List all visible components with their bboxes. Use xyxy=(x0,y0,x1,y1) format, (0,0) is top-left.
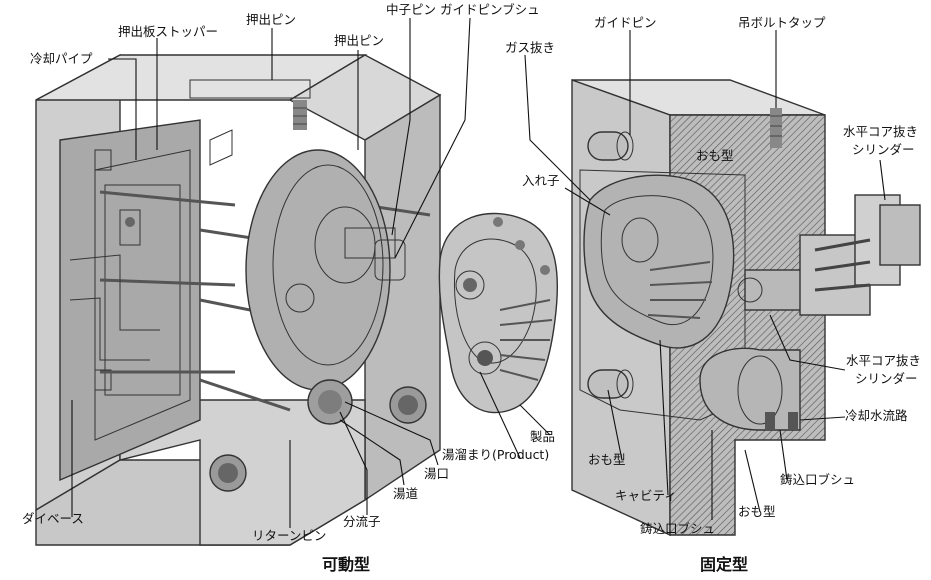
label-horizontal-core-cylinder-1: 水平コア抜き シリンダー xyxy=(843,124,922,157)
leader-lines xyxy=(71,17,886,528)
label-sprue-bush-2: 鋳込口ブシュ xyxy=(640,521,715,536)
label-spreader: 分流子 xyxy=(343,514,381,529)
label-ejector-pin-1: 押出ピン xyxy=(246,12,296,27)
label-overflow: 湯溜まり(Product) xyxy=(442,447,549,462)
product-illustration xyxy=(438,212,559,414)
label-ejector-plate-stopper: 押出板ストッパー xyxy=(118,24,218,39)
label-core-pin: 中子ピン xyxy=(386,2,436,17)
label-cavity: キャビティ xyxy=(615,488,677,503)
moving-die-illustration xyxy=(35,53,442,546)
label-gate: 湯口 xyxy=(424,466,449,481)
label-guide-pin: ガイドピン xyxy=(594,15,657,30)
label-runner: 湯道 xyxy=(393,486,419,501)
caption-fixed-die: 固定型 xyxy=(700,555,748,574)
fixed-die-illustration xyxy=(571,79,921,537)
label-cooling-channel: 冷却水流路 xyxy=(845,408,908,423)
labels: 押出板ストッパー 押出ピン 押出ピン 中子ピン ガイドピンブシュ 冷却パイプ ガ… xyxy=(22,2,925,574)
label-return-pin: リターンピン xyxy=(252,528,326,543)
label-cavity-plate-top: おも型 xyxy=(696,148,734,163)
label-eye-bolt-tap: 吊ボルトタップ xyxy=(738,15,826,30)
label-ejector-pin-2: 押出ピン xyxy=(334,33,384,48)
label-sprue-bush-1: 鋳込口ブシュ xyxy=(780,472,855,487)
caption-moving-die: 可動型 xyxy=(322,555,370,574)
label-cooling-pipe: 冷却パイプ xyxy=(30,51,93,66)
label-insert: 入れ子 xyxy=(522,173,560,188)
label-die-base: ダイベース xyxy=(22,511,84,526)
label-product: 製品 xyxy=(530,429,555,444)
label-horizontal-core-cylinder-2: 水平コア抜き シリンダー xyxy=(846,353,925,386)
label-cavity-plate-bottom: おも型 xyxy=(738,504,776,519)
label-cavity-plate-left: おも型 xyxy=(588,452,626,467)
label-guide-pin-bush: ガイドピンブシュ xyxy=(440,2,540,17)
label-gas-vent: ガス抜き xyxy=(505,40,555,55)
